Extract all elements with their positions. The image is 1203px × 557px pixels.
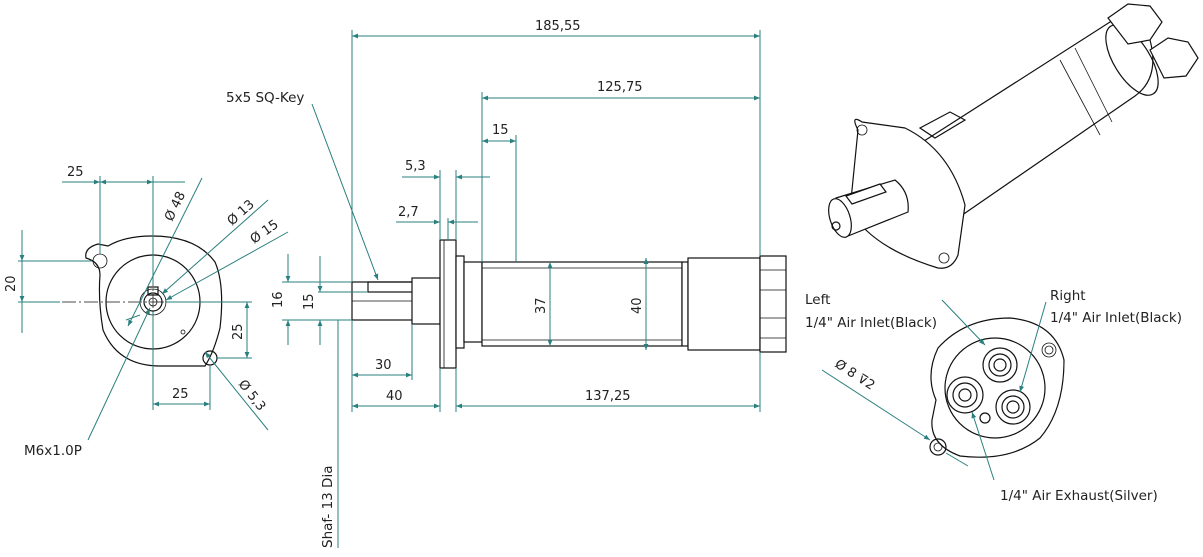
iso-body-end (1105, 24, 1159, 96)
rear-port-small (929, 438, 947, 456)
end-cap (687, 257, 761, 351)
iso-body-ring (1059, 59, 1101, 136)
iso-flange-hole (856, 124, 868, 136)
port-left-center (958, 388, 972, 402)
iso-key (845, 183, 887, 205)
note-right-inlet-2: 1/4" Air Inlet(Black) (1050, 310, 1182, 326)
dim-dia-15: Ø 15 (248, 217, 282, 247)
note-shaft: Shaf- 13 Dia (320, 466, 336, 548)
cap-ring (681, 261, 689, 347)
rear-mount-hole (1041, 342, 1057, 358)
iso-shaft-hole (831, 221, 841, 231)
leader-dia-48 (127, 177, 203, 327)
flange (439, 239, 457, 369)
iso-body-ring (1074, 47, 1113, 123)
dim-len-40: 40 (386, 389, 403, 404)
dim-dia-37: 37 (534, 297, 549, 314)
port-right (995, 389, 1031, 425)
dim-25-right: 25 (231, 323, 246, 340)
leader-dia-8 (821, 369, 931, 441)
dim-body-length: 125,75 (597, 80, 643, 95)
isometric-view (828, 3, 1199, 269)
fitting-block (759, 255, 787, 353)
iso-flange-hole (938, 252, 950, 264)
note-left-inlet-1: Left (805, 292, 830, 308)
iso-top-plate (918, 111, 967, 139)
front-flange-outline (85, 235, 223, 367)
rear-mount-hole-inner (1044, 345, 1054, 355)
dim-dia-40: 40 (630, 297, 645, 314)
rear-circle (944, 337, 1046, 439)
dim-height-16: 16 (271, 291, 286, 308)
shaft-collar (411, 277, 441, 325)
port-top-ring (988, 353, 1012, 377)
leader-dia-8-tail (945, 452, 969, 467)
small-mark (180, 329, 186, 335)
neck (455, 255, 465, 349)
port-small (979, 412, 991, 424)
mount-hole-top (92, 253, 108, 269)
dim-dia-48: Ø 48 (162, 189, 189, 223)
dim-len-137-25: 137,25 (585, 389, 631, 404)
dim-flange-2-7: 2,7 (398, 205, 419, 220)
rear-port-small-inner (933, 442, 943, 452)
rear-outline (930, 317, 1065, 458)
leader-dia-15 (165, 231, 289, 301)
iso-flange (849, 118, 966, 269)
dim-height-15: 15 (302, 293, 317, 310)
note-exhaust: 1/4" Air Exhaust(Silver) (1000, 488, 1158, 504)
note-right-inlet-1: Right (1050, 288, 1086, 304)
port-top (982, 347, 1018, 383)
port-left-ring (952, 382, 978, 408)
leader-thread (87, 307, 151, 441)
rear-view: Left 1/4" Air Inlet(Black) Right 1/4" Ai… (805, 288, 1182, 504)
port-right-center (1006, 400, 1020, 414)
dim-dia-8-depth: Ø 8 ⊽2 (832, 357, 878, 394)
main-body (481, 261, 683, 347)
port-top-center (993, 358, 1007, 372)
leader-left-inlet (941, 299, 986, 346)
dim-20: 20 (4, 275, 19, 292)
note-left-inlet-2: 1/4" Air Inlet(Black) (805, 315, 937, 331)
leader-key (311, 103, 379, 281)
iso-fitting-1 (1107, 3, 1163, 45)
front-view: 25 20 25 25 Ø 48 Ø 13 Ø 15 Ø 5,3 M6x1.0P (4, 165, 289, 459)
leader-dia-5-3 (204, 351, 269, 431)
iso-shaft-end (828, 198, 852, 238)
iso-fitting-2 (1149, 37, 1199, 79)
dim-25-top: 25 (67, 165, 84, 180)
dim-len-30: 30 (375, 358, 392, 373)
note-key: 5x5 SQ-Key (226, 90, 304, 106)
dim-step-15: 15 (492, 123, 509, 138)
leader-right-inlet (1019, 301, 1047, 393)
neck-step (463, 261, 483, 343)
port-left (946, 376, 984, 414)
port-right-ring (1001, 395, 1025, 419)
dim-25-bottom: 25 (172, 387, 189, 402)
dim-overall-length: 185,55 (535, 19, 581, 34)
leader-tick (125, 314, 141, 321)
leader-dia-13 (161, 199, 269, 295)
leader-exhaust (971, 411, 995, 481)
note-thread: M6x1.0P (24, 443, 82, 459)
side-view: 185,55 125,75 15 5,3 2,7 16 15 37 (226, 19, 787, 548)
dim-flange-5-3: 5,3 (405, 159, 426, 174)
